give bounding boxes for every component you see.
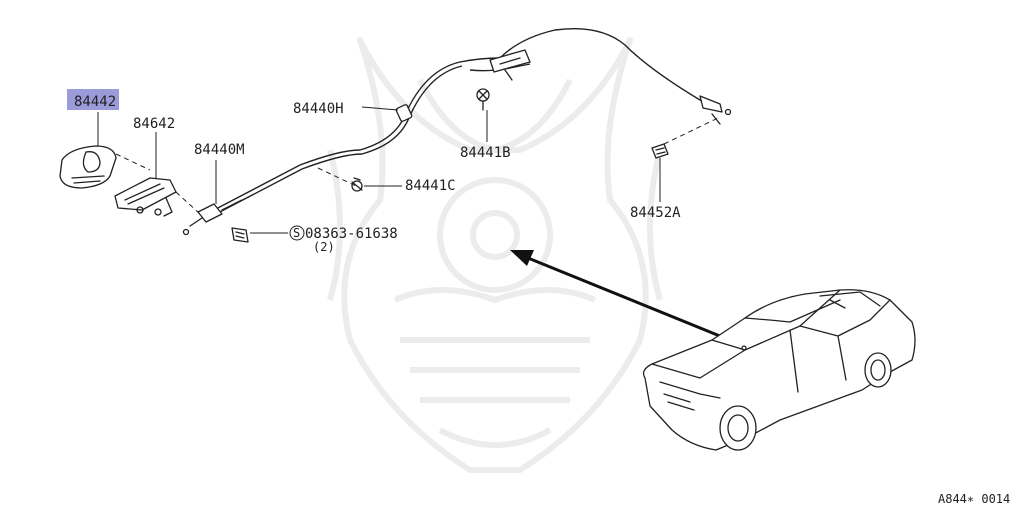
label-84440H[interactable]: 84440H [293, 101, 344, 117]
label-84440M[interactable]: 84440M [194, 142, 245, 158]
part-08363-61638-bolt [231, 227, 249, 243]
car-illustration [642, 289, 916, 451]
part-84642-lever [114, 177, 177, 217]
part-84452A-bolt [651, 143, 669, 159]
part-84442-handle-cover [59, 145, 117, 189]
highlight-84442 [67, 89, 119, 110]
service-symbol-icon: S [293, 226, 300, 240]
leader-lines [97, 106, 661, 234]
part-84440M-cable-end [182, 199, 243, 236]
assembly-dashed-lines [115, 117, 719, 215]
label-84441C[interactable]: 84441C [405, 178, 456, 194]
bolt-quantity: (2) [313, 240, 335, 254]
diagram-code: A844∗ 0014 [938, 492, 1010, 506]
part-84441B-bolt [476, 88, 490, 111]
location-arrow [510, 250, 743, 347]
bolt-part-number: 08363-61638 [305, 226, 398, 242]
label-84452A[interactable]: 84452A [630, 205, 681, 221]
watermark-logo [327, 37, 663, 473]
label-bolt-08363-61638[interactable]: S 08363-61638 (2) [289, 225, 398, 254]
label-84442[interactable]: 84442 [74, 94, 116, 110]
label-84642[interactable]: 84642 [133, 116, 175, 132]
label-84441B[interactable]: 84441B [460, 145, 511, 161]
cable-assembly [213, 27, 732, 215]
part-84441C-clip [351, 177, 363, 192]
